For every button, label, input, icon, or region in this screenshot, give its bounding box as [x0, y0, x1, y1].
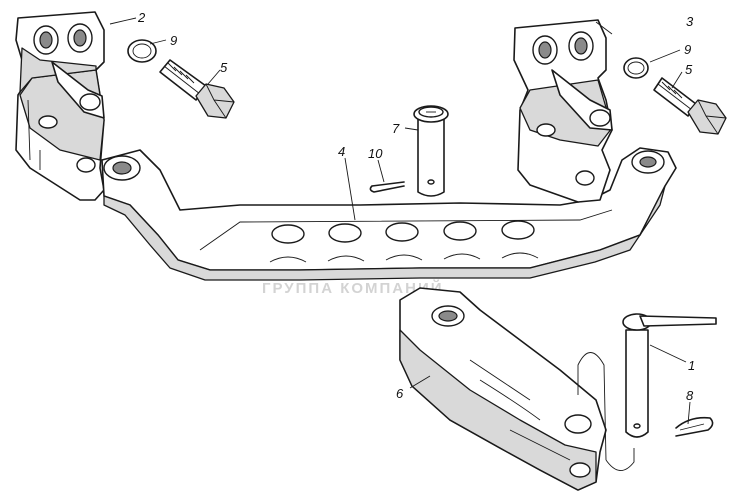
- callout-4: 4: [338, 144, 345, 159]
- watermark-subtitle: ГРУППА КОМПАНИЙ: [262, 279, 444, 297]
- callout-2: 2: [137, 10, 146, 25]
- assembly-guide-lines: [577, 352, 635, 471]
- cotter-pin-part-10: [369, 181, 405, 193]
- callout-5-right: 5: [685, 62, 693, 77]
- callout-10: 10: [368, 146, 383, 161]
- main-bar-part-4: [101, 147, 677, 281]
- callout-8: 8: [686, 388, 694, 403]
- callout-3: 3: [686, 14, 694, 29]
- right-bracket-part-3: [513, 19, 613, 203]
- lower-link-part-6: [399, 287, 607, 491]
- bolt-part-5-right: [653, 77, 727, 135]
- callout-labels: 2 9 5 3 9 5 7 10 4 6 1 8: [137, 10, 695, 403]
- callout-7: 7: [392, 121, 400, 136]
- leader-lines: [109, 17, 691, 425]
- callout-9-right: 9: [684, 42, 691, 57]
- callout-5-left: 5: [220, 60, 228, 75]
- washer-part-9-right: [623, 57, 649, 79]
- bolt-part-5-left: [159, 59, 235, 119]
- long-pin-part-1: [622, 313, 717, 438]
- callout-6: 6: [396, 386, 404, 401]
- callout-1: 1: [688, 358, 695, 373]
- left-bracket-part-2: [15, 11, 105, 201]
- pin-part-7: [413, 105, 449, 197]
- washer-part-9-left: [127, 39, 157, 63]
- callout-9-left: 9: [170, 33, 177, 48]
- cotter-pin-part-8: [675, 416, 714, 437]
